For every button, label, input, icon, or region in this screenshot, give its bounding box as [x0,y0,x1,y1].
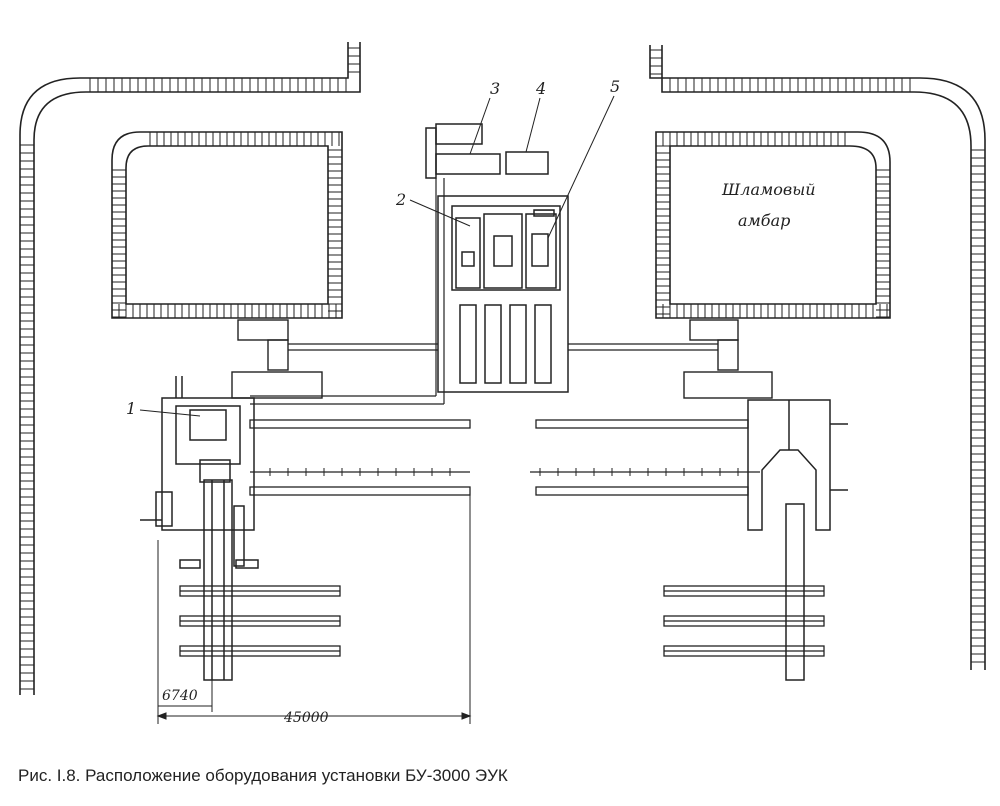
pipe-stack-right [663,585,825,657]
callout-4: 4 [535,79,546,98]
control-unit-block [437,195,569,393]
callout-3: 3 [490,79,500,98]
mud-pit-label-line2: амбар [738,211,790,230]
generator-units [425,123,549,179]
left-site-wall [19,42,361,695]
wall-hatching [20,47,985,690]
pipe-racks [249,419,749,496]
dimension-large: 45000 [283,710,329,726]
cable-marks [269,468,739,476]
drilling-rig-left [140,376,259,681]
dimension-small: 6740 [162,688,198,704]
cable-runs [250,178,760,473]
callout-2: 2 [395,190,406,209]
drilling-rig-right [747,399,848,681]
right-pit-hatching [655,132,890,318]
mud-pit-label-line1: Шламовый [721,180,816,199]
callout-1: 1 [126,399,136,418]
right-site-wall [649,45,986,670]
right-mud-pit [655,131,891,319]
pipe-stack-left [179,585,341,657]
left-mud-pit [111,131,343,319]
callout-leaders [139,95,615,417]
equipment-layout-drawing: Шламовый амбар [19,42,986,726]
left-pit-outlet [231,319,323,399]
left-pit-hatching [111,132,342,318]
right-pit-outlet [683,319,773,399]
figure-caption: Рис. I.8. Расположение оборудования уста… [18,766,508,785]
callout-5: 5 [610,77,620,96]
dimension-lines [156,495,472,724]
